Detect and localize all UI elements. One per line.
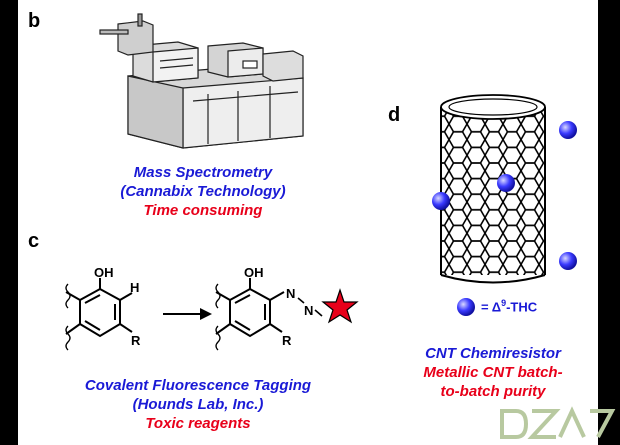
reactant-r-label: R (131, 333, 141, 348)
fluorescence-tagging-reaction: OH H R OH N N R (65, 265, 359, 351)
nanotube-wall (441, 107, 545, 275)
mass-spectrometer-illustration (99, 13, 304, 149)
cnt-drawback-line2: to-batch purity (440, 383, 546, 400)
legend-thc-icon (457, 298, 475, 316)
legend-thc-label: = Δ9-THC (481, 298, 538, 315)
thc-molecule-icon (559, 121, 577, 139)
mass-spec-drawback: Time consuming (143, 202, 263, 219)
thc-molecule-icon (432, 192, 450, 210)
cnt-title: CNT Chemiresistor (425, 345, 561, 362)
thc-molecule-icon (497, 174, 515, 192)
panel-label-b: b (28, 10, 41, 32)
mass-spec-title: Mass Spectrometry (133, 164, 273, 181)
tagging-subtitle: (Hounds Lab, Inc.) (132, 396, 264, 413)
reactant-oh-label: OH (94, 265, 114, 280)
mass-spec-subtitle: (Cannabix Technology) (120, 183, 286, 200)
panel-label-c: c (28, 230, 40, 252)
figure-panel: b (18, 0, 598, 445)
reactant-h-label: H (130, 280, 139, 295)
product-r-label: R (282, 333, 292, 348)
thc-molecule-icon (559, 252, 577, 270)
product-oh-label: OH (244, 265, 264, 280)
fluorophore-star-icon (321, 288, 359, 324)
panel-label-d: d (388, 104, 401, 126)
watermark-logo (500, 406, 616, 439)
tagging-title: Covalent Fluorescence Tagging (84, 377, 312, 394)
cnt-drawback-line1: Metallic CNT batch- (423, 364, 563, 381)
product-n1-label: N (286, 286, 295, 301)
carbon-nanotube-illustration (432, 94, 577, 284)
product-n2-label: N (304, 303, 313, 318)
tagging-drawback: Toxic reagents (145, 415, 251, 432)
